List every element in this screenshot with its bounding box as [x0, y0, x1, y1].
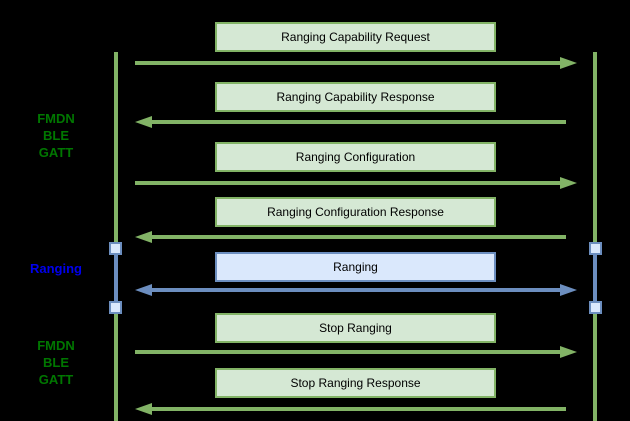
lifeline-right — [593, 52, 597, 421]
message-box: Stop Ranging Response — [215, 368, 496, 398]
arrowhead-left-icon — [135, 284, 152, 296]
message-arrow-left — [135, 116, 566, 128]
message-box: Ranging Configuration — [215, 142, 496, 172]
message-box: Ranging — [215, 252, 496, 282]
activation-marker — [589, 242, 602, 255]
section-label-fmdn-ble-gatt-top: FMDN BLE GATT — [37, 111, 75, 160]
message-box: Ranging Configuration Response — [215, 197, 496, 227]
lifeline-left-ranging-segment — [114, 248, 118, 308]
section-label-fmdn-ble-gatt-bottom: FMDN BLE GATT — [37, 338, 75, 387]
message-arrow-right — [135, 57, 577, 69]
arrowhead-left-icon — [135, 116, 152, 128]
lifeline-right-ranging-segment — [593, 248, 597, 308]
activation-marker — [109, 242, 122, 255]
section-label-ranging: Ranging — [30, 261, 82, 276]
arrowhead-right-icon — [560, 284, 577, 296]
arrowhead-right-icon — [560, 177, 577, 189]
message-arrow-right — [135, 177, 577, 189]
message-arrow-bidirectional — [135, 284, 577, 296]
arrowhead-left-icon — [135, 231, 152, 243]
arrowhead-right-icon — [560, 346, 577, 358]
message-arrow-right — [135, 346, 577, 358]
lifeline-left — [114, 52, 118, 421]
message-box: Ranging Capability Request — [215, 22, 496, 52]
message-arrow-left — [135, 403, 566, 415]
arrowhead-left-icon — [135, 403, 152, 415]
arrowhead-right-icon — [560, 57, 577, 69]
message-box: Ranging Capability Response — [215, 82, 496, 112]
message-arrow-left — [135, 231, 566, 243]
message-box: Stop Ranging — [215, 313, 496, 343]
activation-marker — [109, 301, 122, 314]
activation-marker — [589, 301, 602, 314]
